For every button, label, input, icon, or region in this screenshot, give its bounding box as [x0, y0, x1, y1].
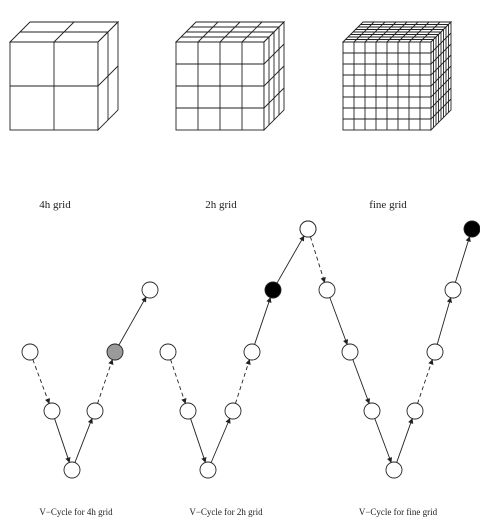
cycle-label-2h: V−Cycle for 2h grid: [189, 507, 263, 517]
cycle-edge: [374, 418, 393, 464]
cycle-node: [341, 343, 359, 361]
grid-line: [97, 65, 119, 87]
grid-cube-1: [174, 20, 286, 132]
grid-label-fine: fine grid: [369, 199, 407, 211]
grid-line: [397, 21, 419, 43]
grid-label-4h: 4h grid: [39, 199, 71, 211]
cycle-edge: [170, 359, 187, 404]
cycle-edge: [254, 297, 272, 345]
cycle-node: [444, 281, 462, 299]
cycle-node: [426, 343, 444, 361]
cycle-node: [243, 343, 261, 361]
cycle-node: [299, 220, 317, 238]
cycle-edge: [235, 359, 251, 404]
v-cycle-0: [21, 281, 159, 479]
cycle-node: [318, 281, 336, 299]
cycle-node: [406, 402, 424, 420]
cycle-node: [264, 281, 282, 299]
grid-cubes: [8, 20, 453, 132]
cycle-edge: [118, 296, 147, 346]
cycle-label-4h: V−Cycle for 4h grid: [39, 507, 113, 517]
cycle-edge: [396, 418, 414, 463]
cycle-edge: [329, 297, 349, 346]
cycle-edge: [190, 418, 207, 463]
v-cycle-1: [159, 220, 317, 479]
cycle-node: [159, 343, 177, 361]
cycle-edge: [32, 359, 51, 405]
cycle-edge: [309, 236, 326, 283]
grid-line: [430, 98, 452, 120]
grid-line: [263, 65, 285, 87]
cycle-node: [43, 402, 61, 420]
cycle-node: [21, 343, 39, 361]
grid-cube-0: [8, 20, 120, 132]
grid-line: [263, 87, 285, 109]
cycle-node: [141, 281, 159, 299]
cycle-node: [106, 343, 124, 361]
cycle-node: [63, 461, 81, 479]
cycle-edge: [276, 235, 305, 284]
cycle-node: [86, 402, 104, 420]
grid-line: [430, 87, 452, 109]
cycle-label-fine: V−Cycle for fine grid: [358, 507, 438, 517]
cycle-node: [199, 461, 217, 479]
cycle-edge: [74, 417, 93, 463]
cycle-edge: [210, 417, 231, 463]
grid-line: [241, 21, 263, 43]
cycle-edge: [454, 236, 471, 283]
v-cycle-diagrams: [21, 220, 480, 479]
grid-cube-2: [341, 20, 453, 132]
grid-line: [430, 65, 452, 87]
cycle-node: [385, 461, 403, 479]
cycle-node: [224, 402, 242, 420]
cycle-edge: [352, 359, 371, 405]
cycle-node: [463, 220, 480, 238]
grid-line: [408, 21, 430, 43]
cycle-node: [363, 402, 381, 420]
grid-line: [419, 21, 441, 43]
cycle-node: [179, 402, 197, 420]
cycle-edge: [417, 359, 434, 404]
v-cycle-2: [299, 220, 480, 479]
grid-label-2h: 2h grid: [205, 199, 237, 211]
cycle-edge: [97, 359, 114, 404]
cycle-edge: [436, 297, 453, 345]
grid-line: [430, 76, 452, 98]
cycle-edge: [54, 418, 71, 463]
